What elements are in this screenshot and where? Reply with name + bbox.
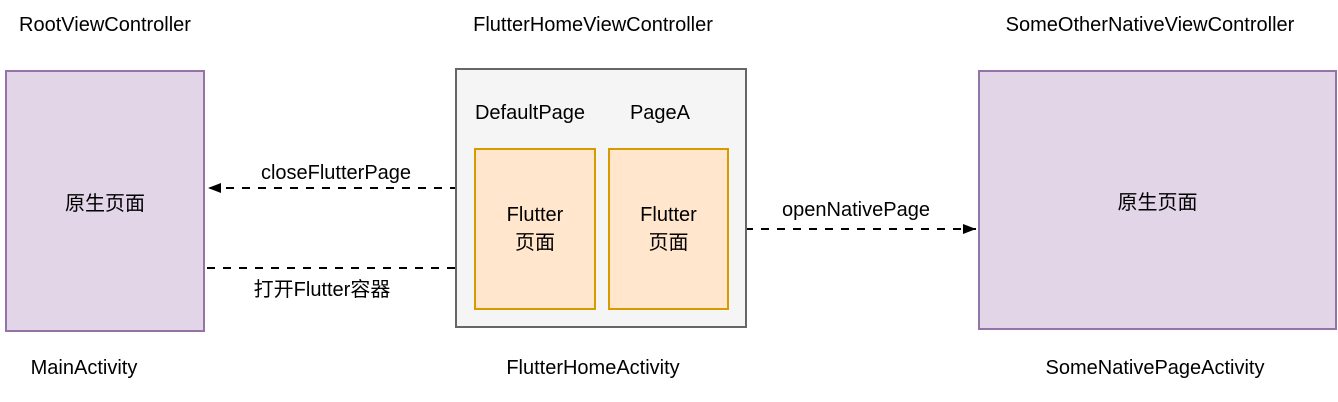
flutter-home-activity-label: FlutterHomeActivity xyxy=(506,357,680,379)
root-view-controller-label: RootViewController xyxy=(19,14,191,36)
default-page-label: DefaultPage xyxy=(474,102,586,124)
flutter-page-box-pagea-line1: Flutter xyxy=(640,204,697,226)
flutter-home-view-controller-label: FlutterHomeViewController xyxy=(473,14,713,36)
flutter-page-box-pagea: Flutter 页面 xyxy=(608,148,729,310)
native-page-box-left: 原生页面 xyxy=(5,70,205,332)
flutter-page-box-default: Flutter 页面 xyxy=(474,148,596,310)
some-other-native-view-controller-label: SomeOtherNativeViewController xyxy=(1005,14,1295,36)
open-flutter-container-arrow-label: 打开Flutter容器 xyxy=(253,279,391,301)
main-activity-label: MainActivity xyxy=(30,357,138,379)
native-page-box-right-label: 原生页面 xyxy=(1117,191,1198,214)
flutter-page-box-default-line1: Flutter xyxy=(506,204,564,226)
native-page-box-left-label: 原生页面 xyxy=(65,192,145,215)
open-native-page-arrow-label: openNativePage xyxy=(782,199,930,221)
flutter-page-box-default-line2: 页面 xyxy=(515,232,555,254)
page-a-label: PageA xyxy=(629,102,691,124)
close-flutter-page-arrow-label: closeFlutterPage xyxy=(260,162,412,184)
some-native-page-activity-label: SomeNativePageActivity xyxy=(1045,357,1265,379)
native-page-box-right: 原生页面 xyxy=(978,70,1337,330)
flutter-page-box-pagea-line2: 页面 xyxy=(648,232,689,254)
